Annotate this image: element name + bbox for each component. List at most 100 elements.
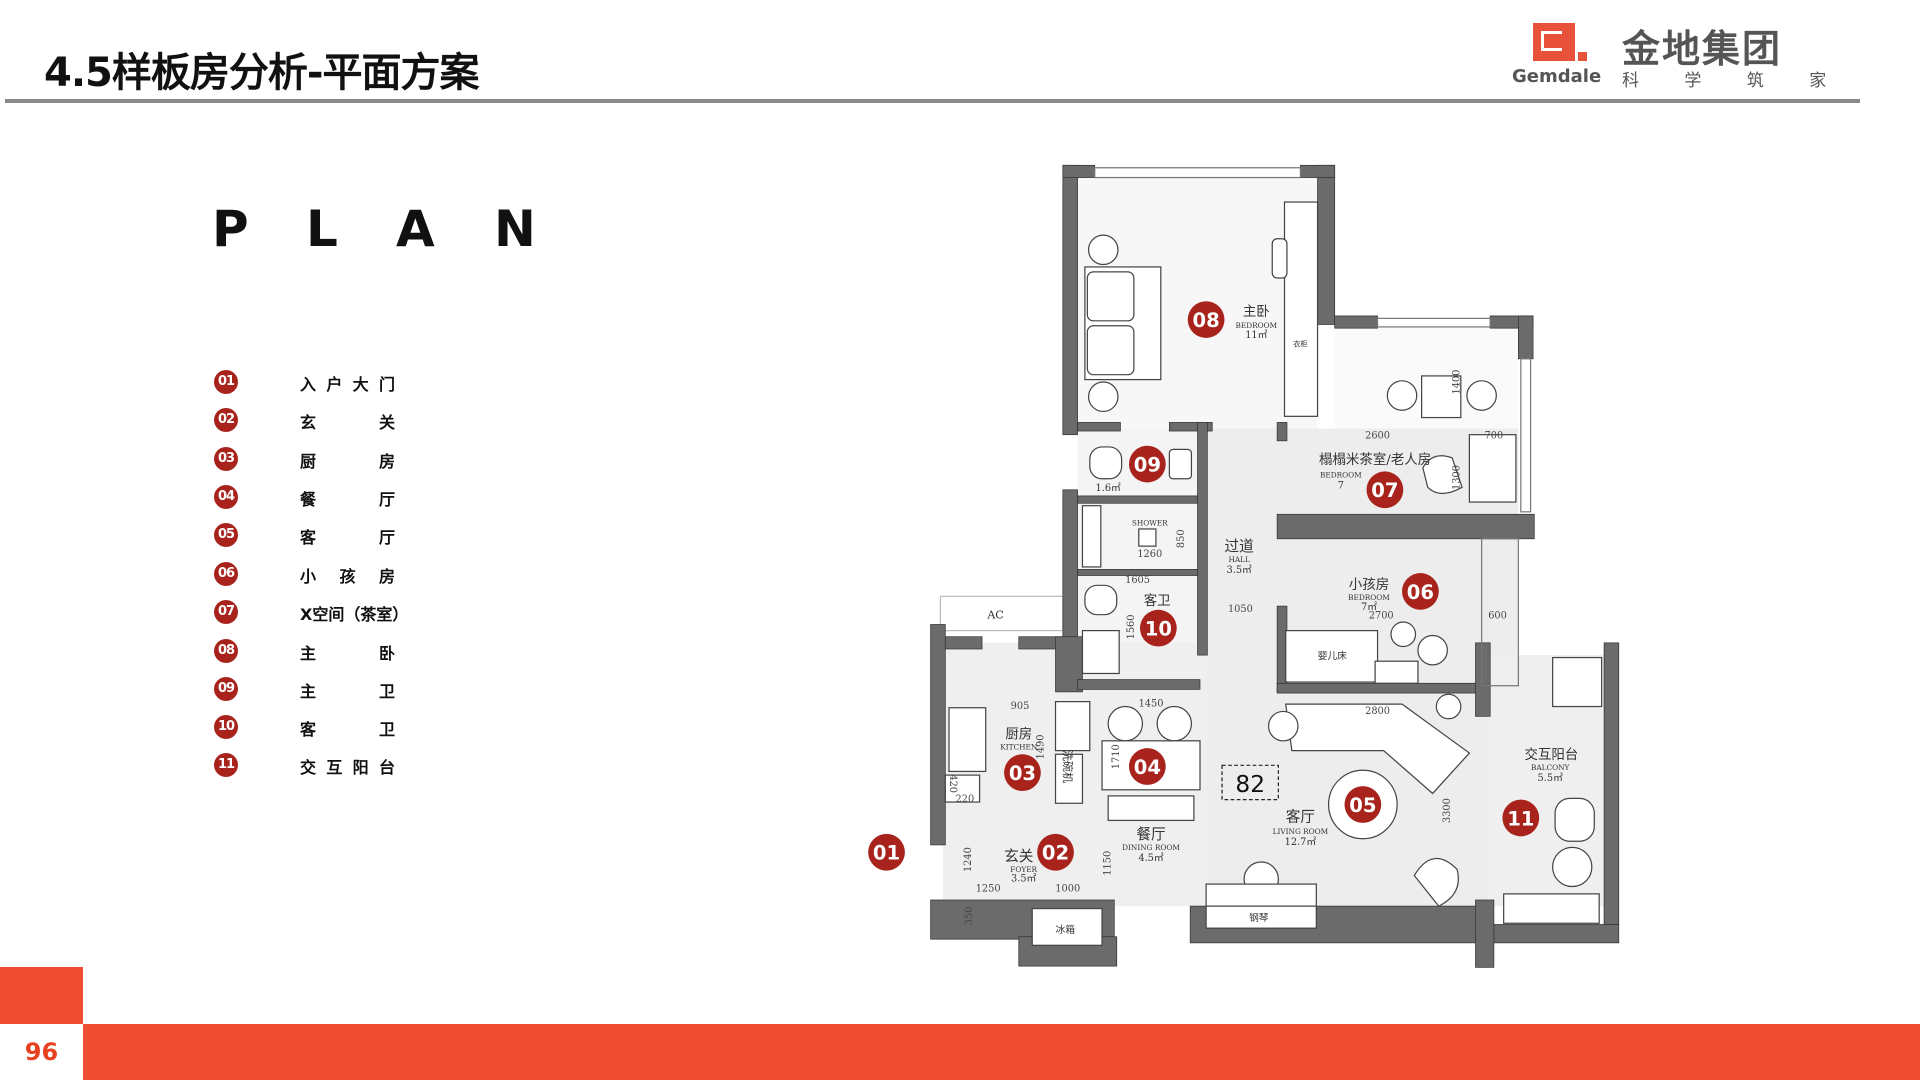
marker-number: 09 <box>1134 453 1161 476</box>
dim: 1560 <box>1126 614 1137 639</box>
balcony-cn: 交互阳台 <box>1525 746 1579 763</box>
legend-label: 入户大门 <box>300 375 395 394</box>
foyer-en: FOYER <box>1010 865 1037 874</box>
dim: 1250 <box>976 883 1001 894</box>
dishwasher <box>1054 753 1084 804</box>
foyer-cn: 玄关 <box>1004 848 1034 865</box>
marker-number: 08 <box>1192 309 1219 332</box>
legend-label: 玄关 <box>300 413 395 432</box>
dim: 420 <box>947 774 958 793</box>
room-marker-02: 02 <box>1037 833 1074 871</box>
legend-number-badge: 03 <box>214 447 238 471</box>
crib <box>1285 630 1379 683</box>
dim: 1260 <box>1137 549 1162 560</box>
company-logo: 金地集团 Gemdale 科 学 筑 家 <box>1510 18 1840 91</box>
marker-circle <box>1128 445 1166 483</box>
tea-cn: 榻榻米茶室/老人房 <box>1319 451 1431 468</box>
dim: 1300 <box>1452 465 1463 490</box>
plan-letter: A <box>396 200 435 258</box>
legend-number-badge: 11 <box>214 753 238 777</box>
master-cn: 主卧 <box>1243 304 1270 320</box>
dim: 1000 <box>1055 883 1080 894</box>
marker-number: 10 <box>1145 618 1172 641</box>
legend-label: 客厅 <box>300 528 395 547</box>
plan-letter: P <box>212 200 249 258</box>
floor-area <box>939 177 1611 907</box>
furniture <box>944 201 1603 946</box>
legend-label: 交互阳台 <box>300 758 395 777</box>
basin <box>1081 630 1120 675</box>
legend-number-badge: 07 <box>214 600 238 624</box>
marker-circle <box>1344 786 1382 823</box>
dining-en: DINING ROOM <box>1122 843 1180 852</box>
room-labels: 主卧 BEDROOM 11㎡ 榻榻米茶室/老人房 BEDROOM 7 过道 HA… <box>986 304 1578 936</box>
footer-bar <box>83 1024 1920 1080</box>
marker-circle <box>1128 748 1166 785</box>
child-cn: 小孩房 <box>1349 577 1389 593</box>
legend-number-badge: 08 <box>214 639 238 663</box>
fridge-label: 冰箱 <box>1056 923 1076 936</box>
dim: 220 <box>956 794 975 805</box>
room-marker-06: 06 <box>1402 573 1439 610</box>
legend-label: 客卫 <box>300 720 395 739</box>
marker-circle <box>1140 609 1177 647</box>
page-number-accent <box>0 967 83 1024</box>
master-en: BEDROOM <box>1235 321 1277 330</box>
logo-dot-icon <box>1578 52 1587 61</box>
sofa <box>1285 703 1471 795</box>
living-en: LIVING ROOM <box>1273 827 1329 836</box>
sink <box>1054 701 1091 752</box>
windows <box>1094 167 1532 687</box>
legend-number-badge: 01 <box>214 370 238 394</box>
marker-number: 02 <box>1042 842 1069 865</box>
fridge <box>1031 907 1103 946</box>
marker-circle <box>868 833 905 871</box>
master-area: 11㎡ <box>1245 329 1267 341</box>
legend-label: 主卫 <box>300 682 395 701</box>
room-marker-04: 04 <box>1128 748 1166 785</box>
toilet <box>1084 584 1118 616</box>
ac-label: AC <box>986 608 1003 621</box>
master-bath-area: 1.6㎡ <box>1095 482 1121 494</box>
dim: 2600 <box>1365 430 1390 441</box>
dining-area: 4.5㎡ <box>1138 852 1164 864</box>
logo-slogan: 科 学 筑 家 <box>1622 71 1827 91</box>
area-box <box>1221 764 1279 801</box>
header-divider <box>5 99 1860 103</box>
kitchen-en: KITCHEN <box>1000 742 1038 751</box>
living-area: 12.7㎡ <box>1285 836 1317 848</box>
legend-number-badge: 06 <box>214 562 238 586</box>
marker-circle <box>1004 754 1041 792</box>
legend-number-badge: 02 <box>214 408 238 432</box>
room-marker-08: 08 <box>1187 301 1225 338</box>
living-cn: 客厅 <box>1286 809 1315 826</box>
dim: 3300 <box>1442 798 1453 823</box>
room-marker-11: 11 <box>1502 799 1540 837</box>
legend-number-badge: 04 <box>214 485 238 509</box>
logo-name-en: Gemdale <box>1512 66 1602 87</box>
page-title: 4.5样板房分析-平面方案 <box>44 50 479 96</box>
stove <box>948 707 987 773</box>
legend-label: 餐厅 <box>300 490 395 509</box>
dim: 1050 <box>1228 604 1253 615</box>
marker-number: 03 <box>1009 762 1036 785</box>
piano <box>1205 883 1317 907</box>
marker-circle <box>1037 833 1074 871</box>
legend-label: 主卧 <box>300 644 395 663</box>
dim: 2800 <box>1365 706 1390 717</box>
dim: 850 <box>1176 529 1187 548</box>
foyer-area: 3.5㎡ <box>1011 873 1037 885</box>
piano-label: 钢琴 <box>1249 911 1269 924</box>
child-area: 7㎡ <box>1361 601 1377 613</box>
shower-drain <box>1138 528 1157 547</box>
marker-circle <box>1187 301 1225 338</box>
armchair <box>1422 455 1463 495</box>
pillow <box>1086 271 1135 322</box>
logo-name-cn: 金地集团 <box>1622 27 1783 71</box>
dim: 700 <box>1485 430 1504 441</box>
crib-label: 婴儿床 <box>1318 649 1348 662</box>
room-marker-10: 10 <box>1140 609 1177 647</box>
basin <box>1168 448 1193 480</box>
armchair <box>1413 858 1459 907</box>
room-marker-09: 09 <box>1128 445 1166 483</box>
